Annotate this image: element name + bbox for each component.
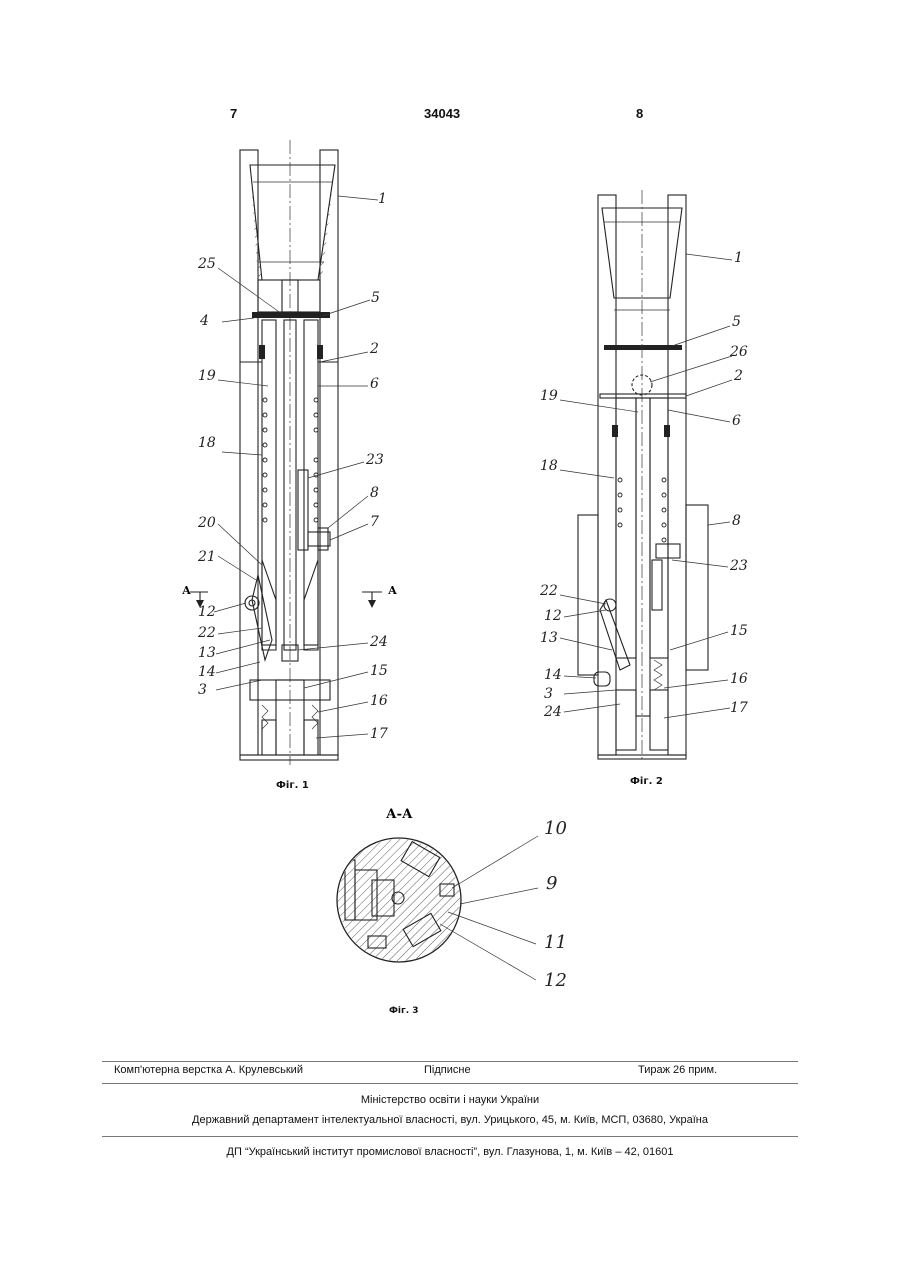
figure-1	[190, 140, 382, 765]
label: 18	[540, 458, 558, 474]
layout-credit: Комп'ютерна верстка А. Крулевський	[114, 1064, 303, 1076]
label: 3	[544, 686, 553, 702]
label: 2	[733, 368, 743, 384]
label: 22	[539, 583, 558, 599]
fig2-caption: Фіг. 2	[630, 776, 663, 787]
label: 14	[198, 664, 216, 680]
footer-rule-3	[102, 1136, 798, 1137]
label: 5	[732, 314, 741, 330]
ministry: Міністерство освіти і науки України	[102, 1094, 798, 1106]
label: 5	[371, 290, 380, 306]
label: 12	[544, 608, 562, 624]
label: 3	[198, 682, 207, 698]
label: 10	[544, 818, 567, 839]
label: 24	[543, 704, 562, 720]
institute: ДП “Український інститут промислової вла…	[102, 1146, 798, 1158]
label: 1	[378, 191, 387, 207]
label: 18	[198, 435, 216, 451]
label: 6	[732, 413, 741, 429]
label: 21	[197, 549, 216, 565]
label: 4	[199, 313, 209, 329]
label: 13	[540, 630, 558, 646]
label: 26	[729, 344, 748, 360]
label: 13	[198, 645, 216, 661]
label: 22	[197, 625, 216, 641]
label: 15	[730, 623, 748, 639]
department: Державний департамент інтелектуальної вл…	[102, 1114, 798, 1126]
section-title: А-А	[386, 807, 413, 822]
footer-rule-1	[102, 1061, 798, 1062]
label: 6	[370, 376, 379, 392]
label: 8	[732, 513, 741, 529]
label: 9	[546, 873, 557, 894]
label: 12	[544, 970, 567, 991]
label: 23	[365, 452, 384, 468]
label: 2	[369, 341, 379, 357]
fig3-caption: Фіг. 3	[389, 1006, 419, 1016]
figure-labels: 1 25 5 4 2 19 6 18 23 8 7 20 21 12 22 13…	[182, 191, 748, 991]
label: 16	[730, 671, 748, 687]
label: 15	[370, 663, 388, 679]
signed-label: Підписне	[424, 1064, 471, 1076]
figure-2	[560, 190, 732, 760]
footer-rule-2	[102, 1083, 798, 1084]
label: 11	[544, 932, 567, 953]
label: 24	[369, 634, 388, 650]
section-mark-left: А	[182, 584, 191, 597]
label: 1	[734, 250, 743, 266]
label: 12	[198, 604, 216, 620]
section-mark-right: А	[388, 584, 397, 597]
figure-3	[337, 836, 538, 980]
label: 20	[197, 515, 216, 531]
label: 7	[370, 514, 379, 530]
label: 16	[370, 693, 388, 709]
label: 8	[370, 485, 379, 501]
label: 19	[198, 368, 216, 384]
label: 17	[370, 726, 388, 742]
label: 23	[729, 558, 748, 574]
label: 17	[730, 700, 748, 716]
label: 19	[540, 388, 558, 404]
circulation: Тираж 26 прим.	[638, 1064, 717, 1076]
fig1-caption: Фіг. 1	[276, 780, 309, 791]
label: 25	[197, 256, 216, 272]
label: 14	[544, 667, 562, 683]
